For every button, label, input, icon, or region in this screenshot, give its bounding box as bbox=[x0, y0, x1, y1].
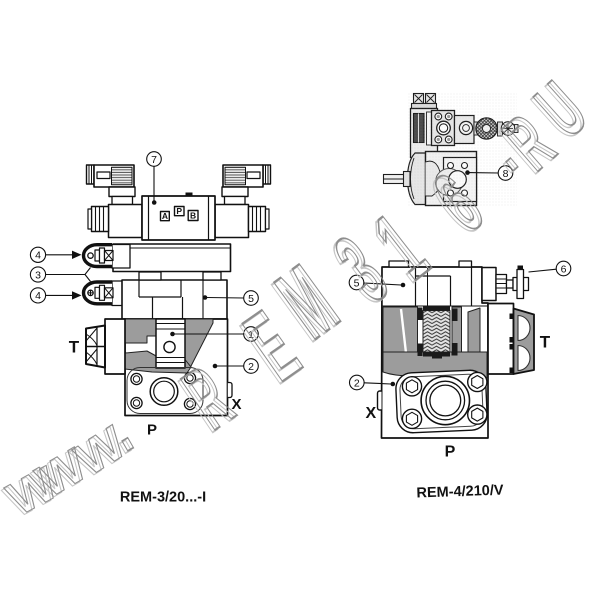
svg-text:4: 4 bbox=[35, 290, 41, 302]
svg-text:T: T bbox=[540, 333, 551, 352]
svg-text:T: T bbox=[69, 338, 80, 357]
svg-text:6: 6 bbox=[561, 263, 567, 275]
svg-text:REM-4/210/V: REM-4/210/V bbox=[416, 482, 504, 501]
svg-text:P: P bbox=[445, 444, 456, 461]
svg-text:B: B bbox=[190, 211, 196, 221]
svg-text:7: 7 bbox=[151, 154, 157, 166]
svg-text:5: 5 bbox=[248, 293, 254, 305]
svg-text:2: 2 bbox=[248, 361, 254, 373]
svg-text:4: 4 bbox=[35, 250, 41, 262]
svg-text:X: X bbox=[365, 405, 376, 422]
svg-text:8: 8 bbox=[503, 168, 509, 180]
svg-text:3: 3 bbox=[35, 269, 41, 281]
svg-text:P: P bbox=[176, 206, 182, 216]
svg-text:X: X bbox=[231, 396, 241, 413]
svg-text:1: 1 bbox=[248, 329, 254, 341]
svg-text:A: A bbox=[162, 211, 168, 221]
svg-text:2: 2 bbox=[354, 377, 360, 389]
svg-text:P: P bbox=[147, 422, 157, 439]
svg-text:REM-3/20...-I: REM-3/20...-I bbox=[120, 490, 206, 506]
svg-text:5: 5 bbox=[354, 277, 360, 289]
